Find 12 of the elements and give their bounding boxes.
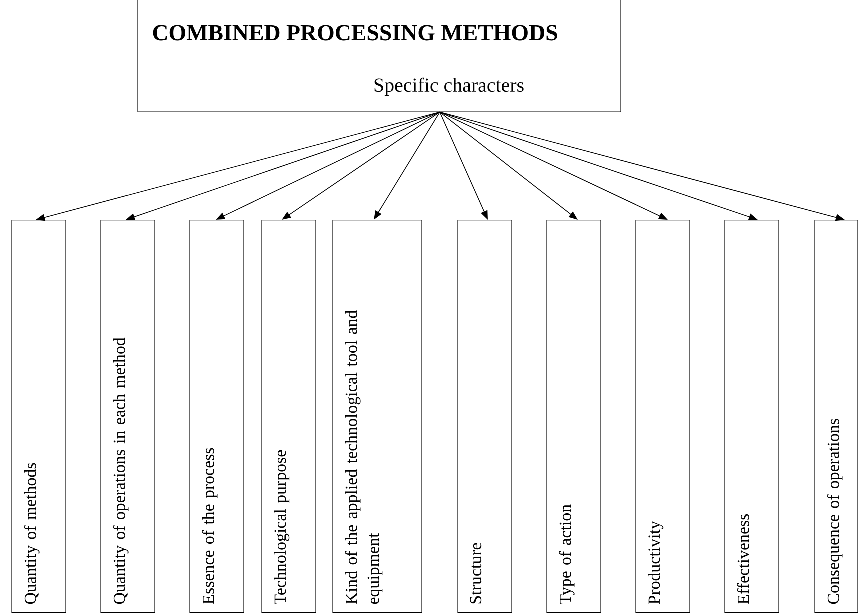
category-box: Productivity <box>636 220 690 613</box>
category-box: Technological purpose <box>262 220 316 613</box>
category-box: Structure <box>458 220 512 613</box>
category-box: Kind of the applied technological tool and equipment <box>332 220 422 613</box>
arrow <box>440 112 578 220</box>
category-box: Consequence of operations <box>814 220 858 613</box>
category-box: Essence of the process <box>190 220 244 613</box>
category-box: Effectiveness <box>724 220 780 613</box>
category-box: Quantity of methods <box>12 220 66 613</box>
category-box: Quantity of operations in each method <box>100 220 156 613</box>
category-box: Type of action <box>546 220 602 613</box>
heading-box: COMBINED PROCESSING METHODS Specific characters <box>138 0 622 112</box>
